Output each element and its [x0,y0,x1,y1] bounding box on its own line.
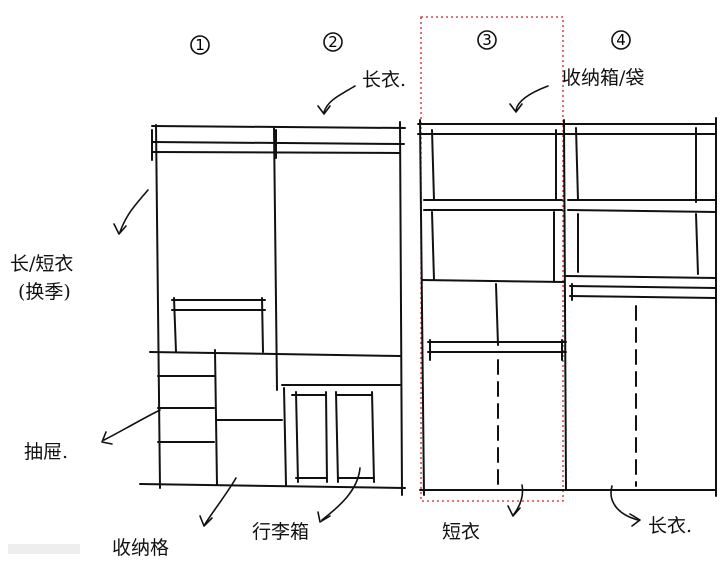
column-number-3: 3 [477,30,497,50]
watermark-logo [8,544,80,554]
column-number-4: 4 [611,30,631,50]
label-seasonal: (换季) [18,281,71,303]
svg-text:2: 2 [328,33,338,51]
svg-text:3: 3 [482,31,492,49]
label-drawers: 抽屉. [24,441,68,463]
label-storage-shelf: 收纳格 [112,537,169,559]
svg-text:4: 4 [616,31,626,49]
label-suitcase: 行李箱 [252,521,309,543]
label-long-short-clothes: 长/短衣 [10,253,73,275]
cabinet-right [417,117,717,497]
label-storage-box-bag: 收纳箱/袋 [562,67,644,89]
cabinet-left [139,121,406,496]
column-number-1: 1 [190,35,210,55]
highlight-box [420,16,564,502]
label-long-clothes-top: 长衣. [362,69,406,91]
leader-arrows [101,85,641,527]
label-short-clothes: 短衣 [442,521,480,543]
svg-text:1: 1 [195,36,205,54]
column-number-2: 2 [323,32,343,52]
label-long-clothes-bottom: 长衣. [648,515,692,537]
